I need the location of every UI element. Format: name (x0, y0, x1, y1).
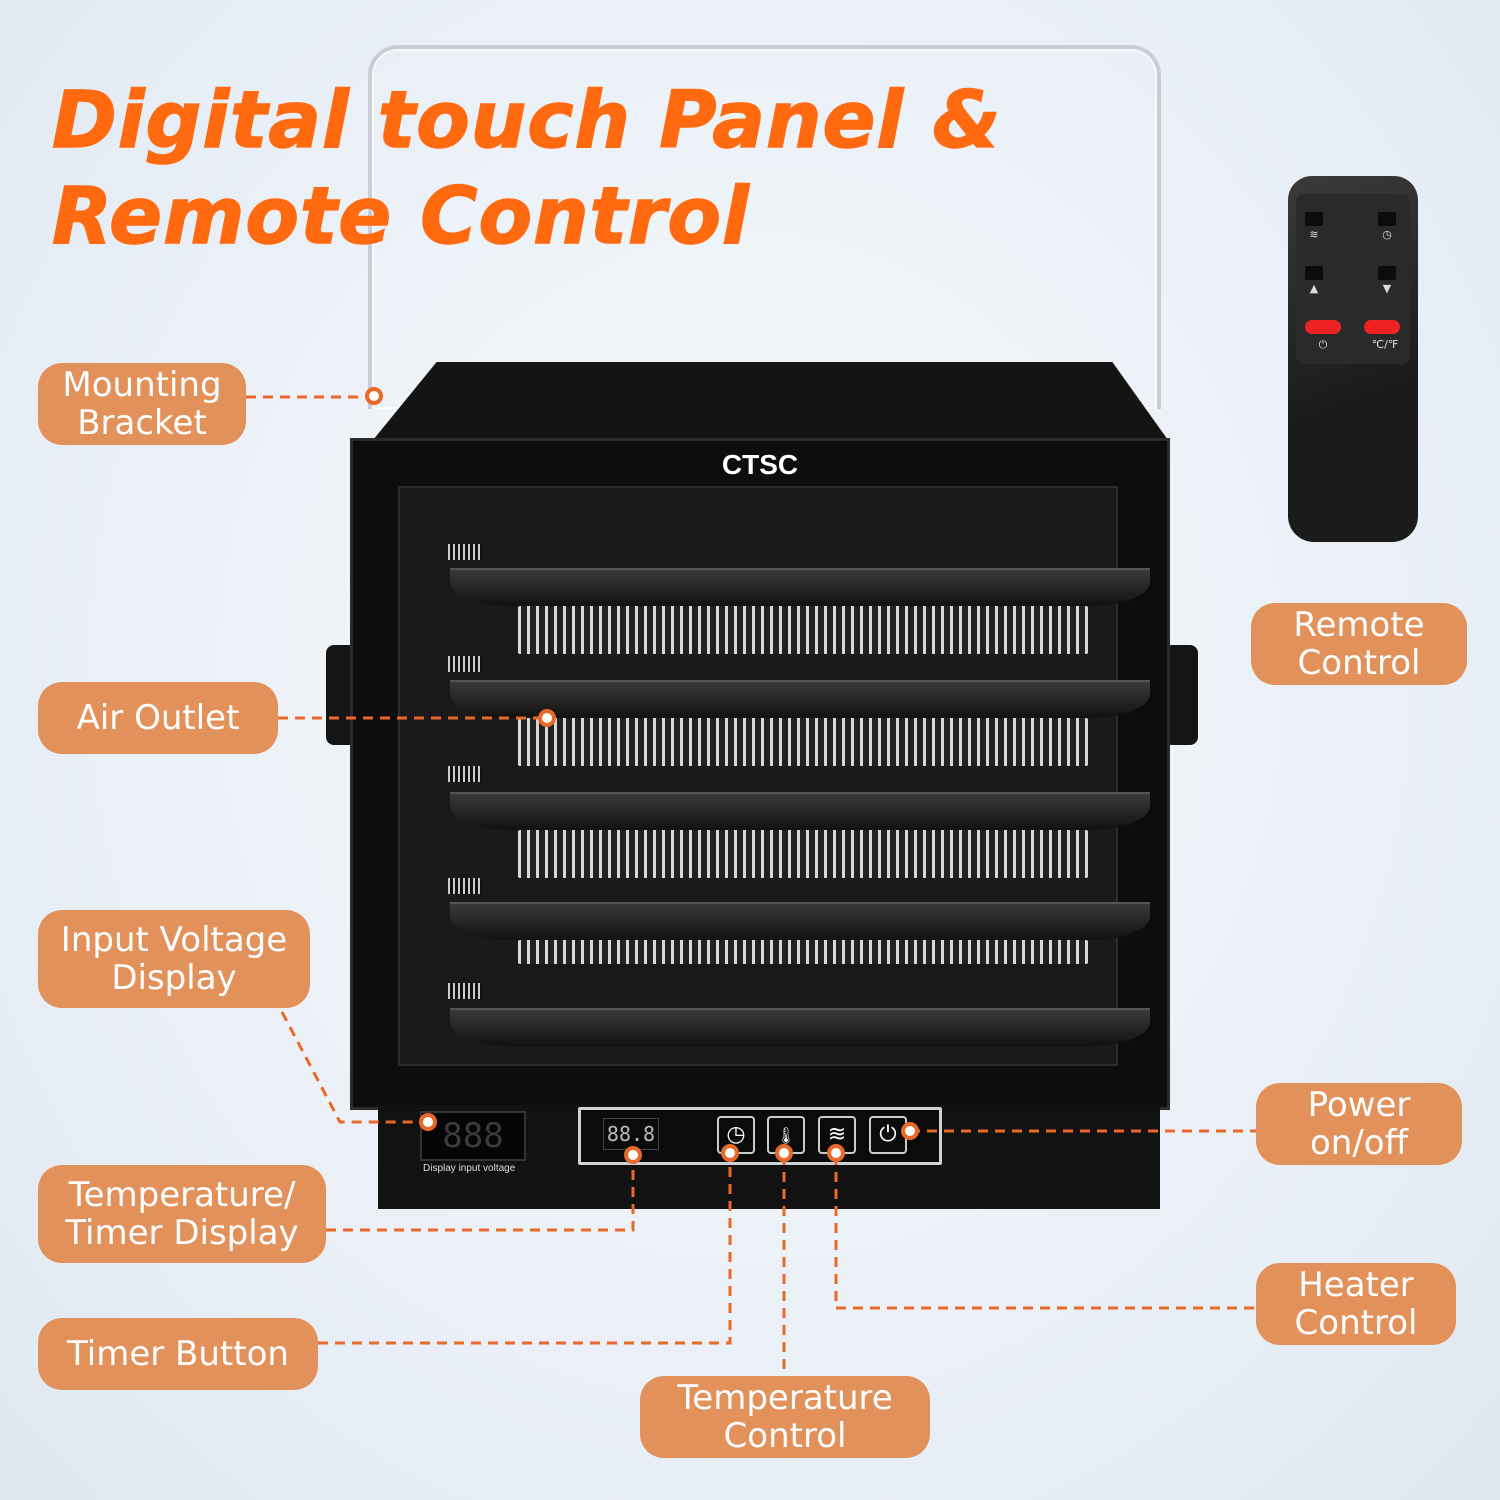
label-text: Remote (1293, 605, 1425, 645)
up-arrow-icon: ▲ (1309, 282, 1319, 295)
label-text: Control (1297, 643, 1421, 683)
thermometer-icon: 🌡 (775, 1126, 797, 1145)
label-text: Air Outlet (76, 698, 240, 738)
power-icon: ⏻ (1318, 338, 1328, 351)
heating-element (518, 830, 1088, 878)
heat-icon: ≋ (1309, 228, 1319, 241)
label-text: Timer Display (65, 1213, 299, 1253)
down-arrow-icon: ▼ (1382, 282, 1392, 295)
headline-line-2: Remote Control (51, 172, 750, 262)
spring (448, 983, 482, 999)
louver[interactable] (450, 568, 1150, 606)
louver[interactable] (450, 902, 1150, 940)
label-text: Bracket (77, 403, 207, 443)
remote-timer-button[interactable] (1378, 212, 1396, 226)
label-text: Temperature/ (68, 1175, 296, 1215)
louver[interactable] (450, 680, 1150, 718)
label-air-outlet: Air Outlet (38, 682, 278, 754)
heater-top (373, 362, 1168, 440)
label-text: Control (723, 1416, 847, 1456)
label-text: Heater (1298, 1265, 1414, 1305)
control-base: 888 Display input voltage 88.8 ◷ 🌡 ≋ ⏻ (378, 1105, 1160, 1209)
timer-icon: ◷ (726, 1122, 746, 1147)
remote-power-button[interactable] (1305, 320, 1341, 334)
heater-body: CTSC (350, 438, 1170, 1110)
unit-label: ℃/℉ (1371, 338, 1399, 351)
label-timer-button: Timer Button (38, 1318, 318, 1390)
label-text: on/off (1309, 1123, 1409, 1163)
brand-logo: CTSC (721, 449, 799, 480)
label-text: Power (1307, 1085, 1411, 1125)
label-text: Mounting (62, 365, 222, 405)
heating-element (518, 940, 1088, 964)
spring (448, 656, 482, 672)
label-text: Display (111, 958, 237, 998)
label-text: Timer Button (67, 1334, 289, 1374)
label-text: Control (1294, 1303, 1418, 1343)
timer-button[interactable]: ◷ (717, 1116, 755, 1154)
label-text: Temperature (677, 1378, 893, 1418)
touch-panel: 88.8 ◷ 🌡 ≋ ⏻ (578, 1107, 942, 1165)
heating-element (518, 718, 1088, 766)
heating-element (518, 606, 1088, 654)
label-temp-timer-display: Temperature/Timer Display (38, 1165, 326, 1263)
louver[interactable] (450, 1008, 1150, 1046)
temperature-timer-display: 88.8 (603, 1118, 659, 1150)
heat-icon: ≋ (827, 1122, 847, 1147)
remote-control[interactable]: ≋ ◷ ▲ ▼ ⏻ ℃/℉ (1288, 176, 1418, 542)
voltage-caption: Display input voltage (423, 1163, 516, 1174)
remote-keypad: ≋ ◷ ▲ ▼ ⏻ ℃/℉ (1296, 194, 1410, 364)
air-outlet (398, 486, 1150, 1066)
power-icon: ⏻ (879, 1122, 897, 1147)
spring (448, 878, 482, 894)
heater-button[interactable]: ≋ (818, 1116, 856, 1154)
spring (448, 544, 482, 560)
mounting-bracket (368, 45, 1161, 409)
louver[interactable] (450, 792, 1150, 830)
temperature-button[interactable]: 🌡 (767, 1116, 805, 1154)
headline-line-1: Digital touch Panel & (51, 76, 1002, 166)
remote-heat-button[interactable] (1305, 212, 1323, 226)
remote-down-button[interactable] (1378, 266, 1396, 280)
remote-unit-button[interactable] (1364, 320, 1400, 334)
label-text: Input Voltage (60, 920, 288, 960)
input-voltage-display: 888 (420, 1111, 526, 1161)
timer-icon: ◷ (1382, 228, 1392, 241)
remote-up-button[interactable] (1305, 266, 1323, 280)
power-button[interactable]: ⏻ (869, 1116, 907, 1154)
spring (448, 766, 482, 782)
